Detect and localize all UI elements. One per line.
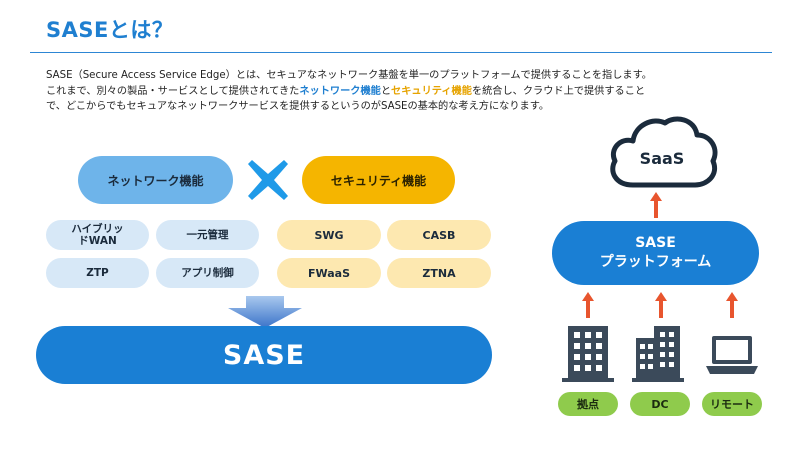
down-arrow-icon <box>228 296 302 328</box>
multiply-icon <box>248 160 288 200</box>
data-center-building-icon <box>632 326 684 382</box>
security-item-swg: SWG <box>277 220 381 250</box>
laptop-icon <box>706 336 758 374</box>
description-text: を統合し、クラウド上で提供すること <box>471 85 646 97</box>
highlight-network: ネットワーク機能 <box>299 85 381 97</box>
up-arrow-icon <box>650 192 662 218</box>
description-line-3: で、どこからでもセキュアなネットワークサービスを提供するというのがSASEの基本… <box>46 101 550 112</box>
network-item-central-management: 一元管理 <box>156 220 259 250</box>
description-text: と <box>380 85 392 97</box>
up-arrow-icon <box>582 292 594 318</box>
network-item-ztp: ZTP <box>46 258 149 288</box>
network-item-label: ハイブリッドWAN <box>71 223 124 247</box>
location-dc: DC <box>630 392 690 416</box>
platform-subtitle: プラットフォーム <box>599 254 712 270</box>
description-line-2: これまで、別々の製品・サービスとして提供されてきたネットワーク機能とセキュリティ… <box>46 84 766 100</box>
up-arrow-icon <box>726 292 738 318</box>
network-function-pill: ネットワーク機能 <box>78 156 233 204</box>
security-function-pill: セキュリティ機能 <box>302 156 455 204</box>
saas-label: SaaS <box>639 148 685 168</box>
security-item-fwaas: FWaaS <box>277 258 381 288</box>
security-item-ztna: ZTNA <box>387 258 491 288</box>
description-line-1: SASE（Secure Access Service Edge）とは、セキュアな… <box>46 70 652 81</box>
cloud-icon <box>610 116 718 188</box>
network-item-hybrid-wan: ハイブリッドWAN <box>46 220 149 250</box>
highlight-security: セキュリティ機能 <box>391 85 472 97</box>
office-building-icon <box>562 326 614 382</box>
sase-result-bar: SASE <box>36 326 492 384</box>
up-arrow-icon <box>655 292 667 318</box>
security-item-casb: CASB <box>387 220 491 250</box>
description: SASE（Secure Access Service Edge）とは、セキュアな… <box>46 68 766 115</box>
platform-title: SASE <box>635 235 676 251</box>
location-remote: リモート <box>702 392 762 416</box>
title-divider <box>30 52 772 53</box>
sase-platform: SASE プラットフォーム <box>552 221 759 285</box>
page-title: SASEとは？ <box>46 18 174 42</box>
description-text: これまで、別々の製品・サービスとして提供されてきた <box>46 85 300 97</box>
network-item-app-control: アプリ制御 <box>156 258 259 288</box>
location-branch: 拠点 <box>558 392 618 416</box>
